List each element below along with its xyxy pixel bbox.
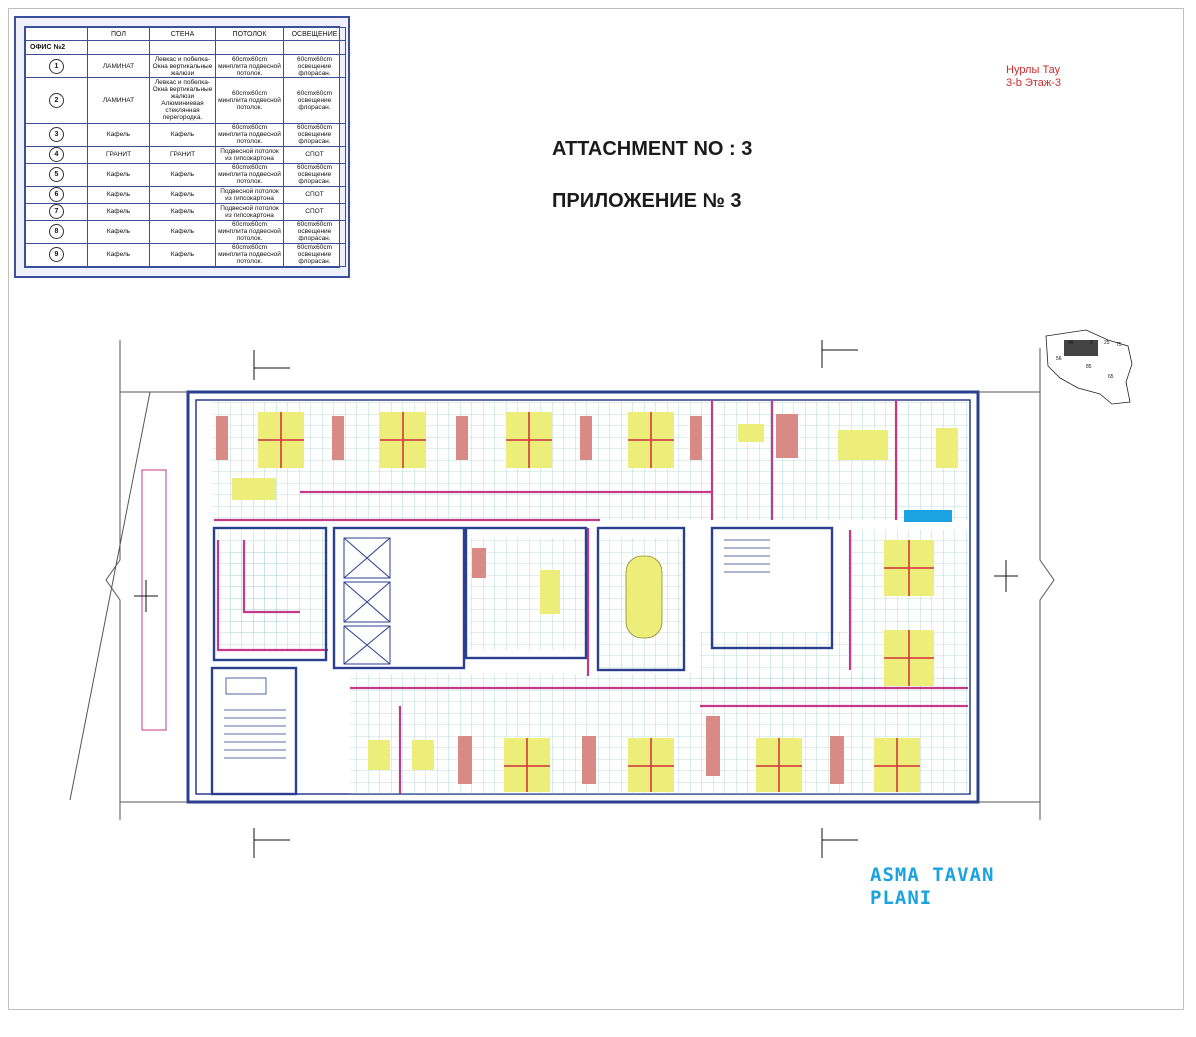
stair-core (224, 539, 770, 759)
schedule-room-number-cell: 2 (25, 77, 88, 124)
schedule-ceiling-finish: 60cmx60cm минплита подвесной потолок. (215, 242, 284, 268)
schedule-room-number: 1 (49, 58, 64, 74)
key-plan-label: 75 (1116, 342, 1122, 348)
ceiling-plan-label-line1: ASMA TAVAN (870, 864, 995, 886)
key-plan-label: 25 (1104, 340, 1110, 346)
building-outline-left (69, 340, 188, 820)
schedule-lighting: 60cmx60cm освещение флорасан. (283, 77, 346, 124)
schedule-wall-finish: Кафель (149, 162, 216, 187)
schedule-floor-finish: ЛАМИНАТ (87, 53, 150, 79)
key-plan: 46 2 25 75 56 85 65 (1045, 329, 1133, 405)
attachment-title-en: ATTACHMENT NO : 3 (552, 138, 753, 160)
schedule-room-number-cell: 8 (25, 219, 88, 244)
open-office-desks-east (884, 540, 934, 686)
project-label: Нурлы Тау 3-b Этаж-3 (1006, 64, 1061, 90)
key-plan-label: 56 (1056, 356, 1062, 362)
schedule-room-number: 5 (49, 167, 64, 183)
schedule-ceiling-finish: 60cmx60cm минплита подвесной потолок. (215, 219, 284, 244)
core-walls (210, 526, 834, 796)
schedule-room-number: 3 (49, 127, 64, 143)
schedule-lighting: 60cmx60cm освещение флорасан. (283, 122, 346, 147)
executive-rooms (738, 414, 958, 522)
attachment-title-ru: ПРИЛОЖЕНИЕ № 3 (552, 190, 742, 212)
schedule-lighting: 60cmx60cm освещение флорасан. (283, 53, 346, 79)
schedule-floor-finish: Кафель (87, 122, 150, 147)
schedule-floor-finish: ЛАМИНАТ (87, 77, 150, 124)
schedule-room-number: 2 (49, 92, 64, 108)
schedule-lighting: 60cmx60cm освещение флорасан. (283, 242, 346, 268)
schedule-room-number: 4 (49, 147, 64, 163)
schedule-ceiling-finish: 60cmx60cm минплита подвесной потолок. (215, 122, 284, 147)
key-plan-label: 46 (1068, 340, 1074, 346)
schedule-room-number: 9 (49, 247, 64, 263)
project-block-floor: 3-b Этаж-3 (1006, 77, 1062, 89)
schedule-wall-finish: Кафель (149, 122, 216, 147)
schedule-room-number-cell: 9 (25, 242, 88, 268)
section-markers (134, 340, 1018, 858)
open-office-desks-north (216, 412, 702, 500)
corridor-partitions (214, 400, 968, 794)
schedule-room-number: 8 (49, 224, 64, 240)
project-name: Нурлы Тау (1006, 64, 1061, 76)
schedule-floor-finish: Кафель (87, 162, 150, 187)
schedule-wall-finish: Кафель (149, 242, 216, 268)
ceiling-plan-label: ASMA TAVAN PLANI (870, 864, 994, 910)
schedule-wall-finish: Левкас и побелка-Окна вертикальные жалюз… (149, 53, 216, 79)
meeting-room (472, 548, 663, 639)
schedule-ceiling-finish: 60cmx60cm минплита подвесной потолок. (215, 162, 284, 187)
schedule-room-number: 6 (49, 187, 64, 203)
schedule-room-number-cell: 3 (25, 122, 88, 147)
schedule-ceiling-finish: 60cmx60cm минплита подвесной потолок. (215, 53, 284, 79)
ceiling-plan-label-line2: PLANI (870, 887, 933, 909)
schedule-room-number-cell: 1 (25, 53, 88, 79)
open-office-desks-south (368, 716, 920, 792)
schedule-room-number: 7 (49, 204, 64, 220)
schedule-floor-finish: Кафель (87, 242, 150, 268)
schedule-wall-finish: Левкас и побелка-Окна вертикальные жалюз… (149, 77, 216, 124)
key-plan-label: 85 (1086, 364, 1092, 370)
schedule-ceiling-finish: 60cmx60cm минплита подвесной потолок. (215, 77, 284, 124)
key-plan-label: 65 (1108, 374, 1114, 380)
sheet-border (8, 8, 1184, 1010)
key-plan-label: 2 (1090, 340, 1093, 346)
elevators (343, 537, 391, 665)
building-outline-right (978, 348, 1055, 820)
schedule-lighting: 60cmx60cm освещение флорасан. (283, 162, 346, 187)
